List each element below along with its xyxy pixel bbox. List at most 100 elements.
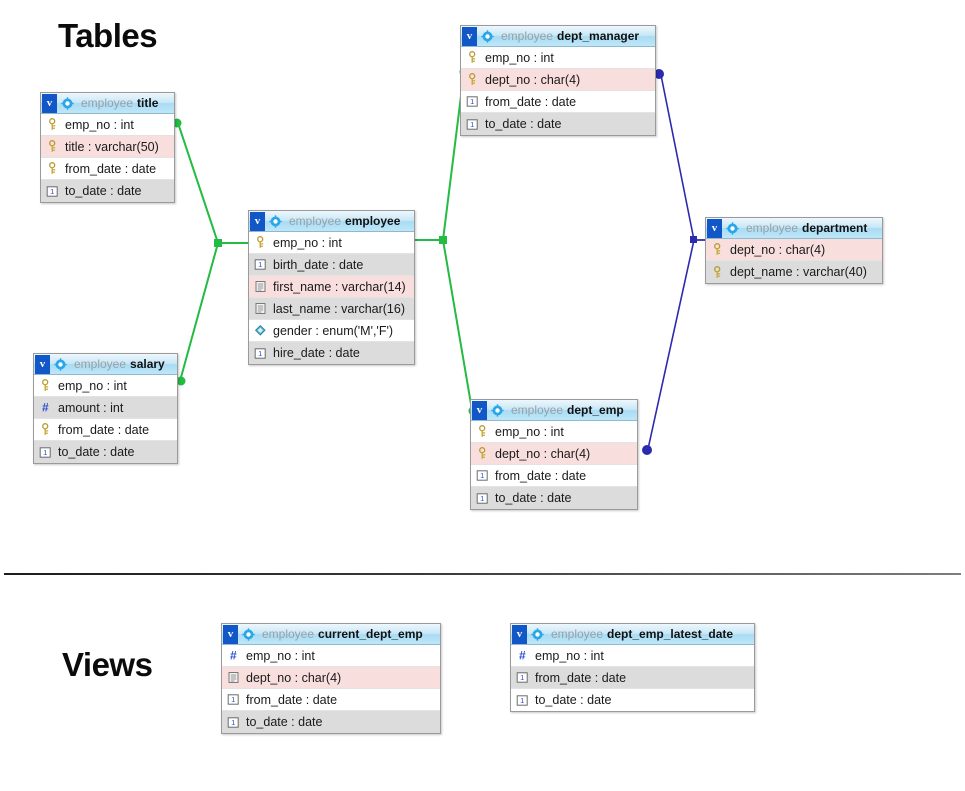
view-badge-icon: v [707, 218, 722, 238]
field-row[interactable]: # amount : int [34, 397, 177, 419]
field-row[interactable]: title : varchar(50) [41, 136, 174, 158]
field-row[interactable]: from_date : date [41, 158, 174, 180]
text-icon [228, 672, 239, 683]
relation-employee-deptemp [415, 239, 473, 411]
field-label: title : varchar(50) [65, 139, 159, 154]
junction-square-department [690, 236, 697, 243]
field-label: emp_no : int [273, 235, 342, 250]
text-icon [255, 281, 266, 292]
date-icon: 1 [254, 259, 266, 270]
svg-text:1: 1 [231, 718, 235, 727]
field-row[interactable]: dept_name : varchar(40) [706, 261, 882, 283]
date-icon: 1 [46, 185, 58, 197]
entity-title-title: title [137, 96, 159, 110]
field-label: dept_no : char(4) [485, 72, 581, 87]
date-icon: 1 [476, 492, 488, 504]
field-label: first_name : varchar(14) [273, 279, 406, 294]
field-row[interactable]: emp_no : int [41, 114, 174, 136]
relation-department-deptemp [647, 239, 705, 450]
gear-icon [726, 221, 739, 235]
field-label: emp_no : int [495, 424, 564, 439]
field-row[interactable]: #emp_no : int [511, 645, 754, 667]
key-icon [49, 118, 56, 130]
field-row[interactable]: last_name : varchar(16) [249, 298, 414, 320]
view-badge-icon: v [462, 26, 477, 46]
field-label: to_date : date [58, 445, 135, 459]
entity-schema-name: employee [501, 29, 554, 43]
field-label: to_date : date [485, 117, 562, 131]
field-row[interactable]: 1 from_date : date [461, 91, 655, 113]
date-icon: 1 [466, 96, 478, 107]
svg-text:#: # [519, 649, 526, 662]
key-icon [469, 73, 476, 85]
field-row[interactable]: emp_no : int [34, 375, 177, 397]
svg-text:1: 1 [480, 494, 484, 503]
field-label: from_date : date [495, 468, 587, 483]
view-badge-icon: v [42, 93, 57, 113]
field-row[interactable]: 1 from_date : date [471, 465, 637, 487]
date-icon: 1 [254, 347, 266, 359]
field-row[interactable]: emp_no : int [249, 232, 414, 254]
field-row[interactable]: gender : enum('M','F') [249, 320, 414, 342]
entity-title-dept_manager: dept_manager [557, 29, 640, 43]
relation-employee-title [177, 122, 248, 244]
view-badge-icon: v [35, 354, 50, 374]
svg-text:1: 1 [520, 696, 524, 705]
entity-schema-name: employee [289, 214, 342, 228]
svg-text:1: 1 [50, 187, 54, 196]
relation-department-deptmanager [660, 74, 705, 241]
field-row[interactable]: emp_no : int [461, 47, 655, 69]
field-label: from_date : date [485, 94, 577, 109]
svg-text:1: 1 [231, 695, 235, 704]
key-icon [479, 425, 486, 437]
field-row[interactable]: dept_no : char(4) [461, 69, 655, 91]
svg-text:1: 1 [480, 471, 484, 480]
enum-icon [254, 324, 266, 336]
field-row[interactable]: dept_no : char(4) [222, 667, 440, 689]
field-row[interactable]: dept_no : char(4) [706, 239, 882, 261]
field-row[interactable]: emp_no : int [471, 421, 637, 443]
entity-title-employee: employee [345, 214, 401, 228]
entity-title-dept_emp: dept_emp [567, 403, 624, 417]
field-row[interactable]: # emp_no : int [222, 645, 440, 667]
entity-schema-name: employee [74, 357, 127, 371]
entity-schema-name: employee [262, 627, 315, 641]
gear-icon [61, 96, 74, 110]
hash-icon: # [42, 401, 49, 414]
field-label: amount : int [58, 400, 124, 415]
field-row[interactable]: first_name : varchar(14) [249, 276, 414, 298]
field-row[interactable]: dept_no : char(4) [471, 443, 637, 465]
field-label: emp_no : int [246, 648, 315, 663]
relation-employee-salary [179, 242, 248, 382]
hash-icon: # [230, 649, 237, 662]
gear-icon [242, 627, 255, 641]
field-label: last_name : varchar(16) [273, 301, 406, 316]
field-row[interactable]: from_date : date [34, 419, 177, 441]
